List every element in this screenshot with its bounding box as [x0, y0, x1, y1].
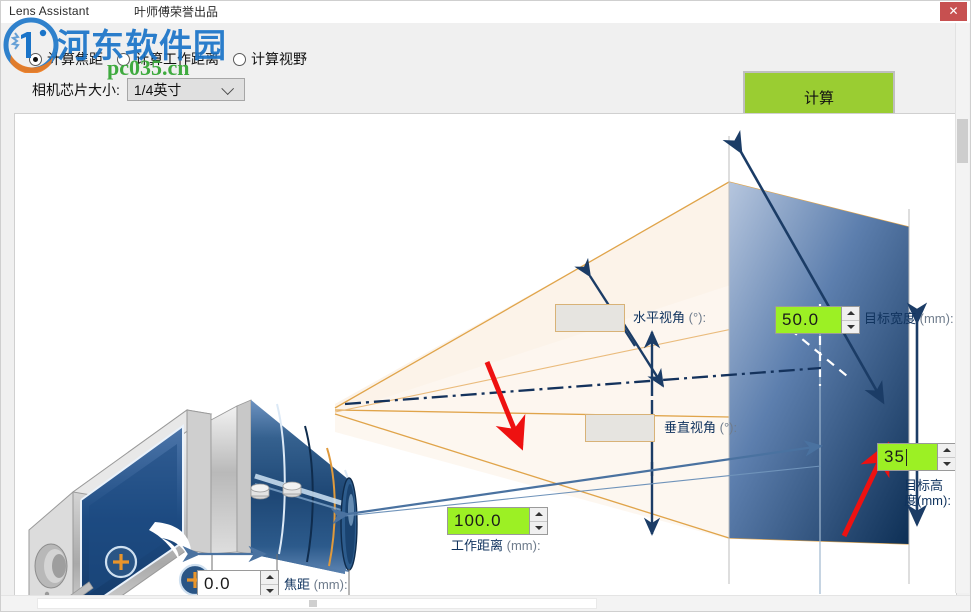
focal-length-input[interactable]: 0.0	[204, 574, 231, 593]
focal-length-increment[interactable]	[261, 571, 278, 585]
vertical-scrollbar-thumb[interactable]	[957, 119, 968, 163]
target-height-label: 目标高度(mm):	[904, 478, 951, 508]
radio-label: 计算工作距离	[135, 51, 219, 67]
focal-length-label: 焦距 (mm):	[284, 577, 348, 592]
sensor-size-select[interactable]: 1/4英寸	[126, 78, 245, 101]
diagram-canvas: 50.0 目标宽度 (mm): 35 目标高度(mm): 100.0	[14, 113, 957, 596]
focal-length-stepper[interactable]	[260, 571, 278, 595]
vertical-fov-label: 垂直视角 (°):	[664, 420, 738, 435]
text-cursor	[905, 448, 907, 466]
target-height-stepper[interactable]	[937, 444, 955, 470]
arrow-up-icon	[265, 575, 274, 580]
close-button[interactable]: ✕	[940, 2, 967, 21]
working-distance-spinner[interactable]: 100.0	[447, 507, 548, 535]
sensor-size-label: 相机芯片大小:	[32, 81, 120, 98]
focal-length-decrement[interactable]	[261, 584, 278, 595]
target-height-spinner[interactable]: 35	[877, 443, 956, 471]
focal-length-spinner[interactable]: 0.0	[197, 570, 279, 595]
arrow-down-icon	[534, 525, 543, 530]
arrow-down-icon	[846, 324, 855, 329]
radio-mark-icon	[117, 52, 130, 66]
target-width-spinner[interactable]: 50.0	[775, 306, 860, 334]
window-subtitle: 叶师傅荣誉出品	[134, 5, 219, 19]
working-distance-decrement[interactable]	[530, 521, 547, 534]
target-width-increment[interactable]	[842, 307, 859, 321]
horizontal-scrollbar-thumb[interactable]	[37, 598, 597, 609]
sensor-size-row: 相机芯片大小: 1/4英寸	[32, 78, 245, 101]
window-title: Lens Assistant	[9, 4, 90, 18]
toolbar: 计算焦距 计算工作距离 计算视野 相机芯片大小: 1/4英寸 计算	[1, 23, 970, 123]
horizontal-scrollbar[interactable]	[1, 595, 970, 611]
arrow-down-icon	[265, 588, 274, 593]
arrow-up-icon	[942, 448, 951, 453]
target-width-input[interactable]: 50.0	[776, 307, 841, 333]
radio-label: 计算视野	[251, 51, 307, 67]
radio-mark-icon	[233, 52, 246, 66]
working-distance-label: 工作距离 (mm):	[451, 538, 541, 553]
arrow-up-icon	[534, 512, 543, 517]
arrow-up-icon	[846, 311, 855, 316]
title-bar: Lens Assistant 叶师傅荣誉出品 ✕	[1, 1, 970, 23]
chevron-down-icon	[221, 81, 234, 95]
arrow-down-icon	[942, 461, 951, 466]
working-distance-increment[interactable]	[530, 508, 547, 522]
vertical-scrollbar[interactable]	[955, 23, 969, 593]
horizontal-scrollbar-grip[interactable]	[309, 600, 317, 607]
sensor-size-value: 1/4英寸	[133, 81, 182, 98]
optical-diagram	[28, 130, 928, 595]
target-width-stepper[interactable]	[841, 307, 859, 333]
target-width-decrement[interactable]	[842, 320, 859, 333]
horizontal-fov-label: 水平视角 (°):	[633, 310, 707, 325]
mode-radio-group: 计算焦距 计算工作距离 计算视野	[29, 49, 307, 69]
working-distance-input[interactable]: 100.0	[448, 508, 529, 534]
radio-calc-focal-length[interactable]: 计算焦距	[29, 49, 103, 69]
horizontal-fov-output	[555, 304, 625, 332]
target-width-label: 目标宽度 (mm):	[864, 311, 954, 326]
radio-mark-icon	[29, 52, 42, 66]
vertical-fov-output	[585, 414, 655, 442]
target-height-increment[interactable]	[938, 444, 955, 458]
radio-calc-working-distance[interactable]: 计算工作距离	[117, 49, 219, 69]
radio-label: 计算焦距	[47, 51, 103, 67]
target-height-decrement[interactable]	[938, 457, 955, 470]
target-height-input[interactable]: 35	[878, 444, 937, 470]
working-distance-stepper[interactable]	[529, 508, 547, 534]
radio-calc-fov[interactable]: 计算视野	[233, 49, 307, 69]
